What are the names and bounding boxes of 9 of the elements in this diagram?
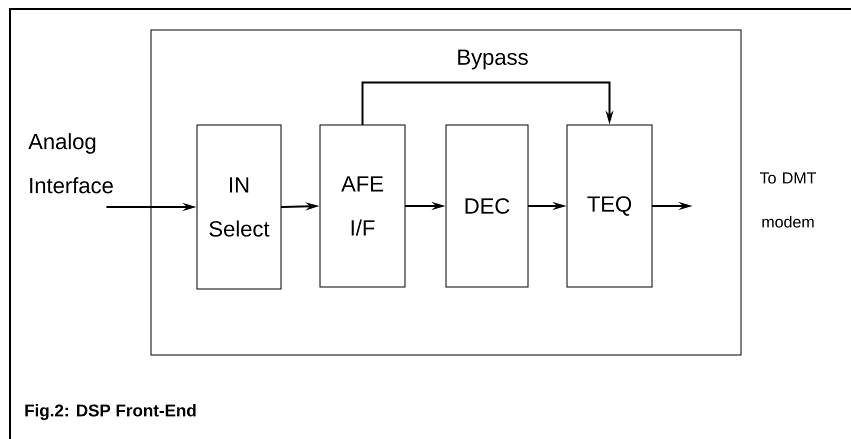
block-box: DEC (446, 124, 528, 288)
block-box: IN Select (196, 124, 282, 290)
block-box: TEQ (566, 124, 652, 288)
edge-label: Bypass (455, 48, 530, 70)
arrow (362, 82, 614, 124)
figure-caption: Fig.2: DSP Front-End (25, 404, 196, 420)
input-label: Analog Interface (28, 133, 113, 194)
block-box: AFE I/F (320, 124, 406, 288)
output-label: To DMT modem (760, 172, 816, 228)
